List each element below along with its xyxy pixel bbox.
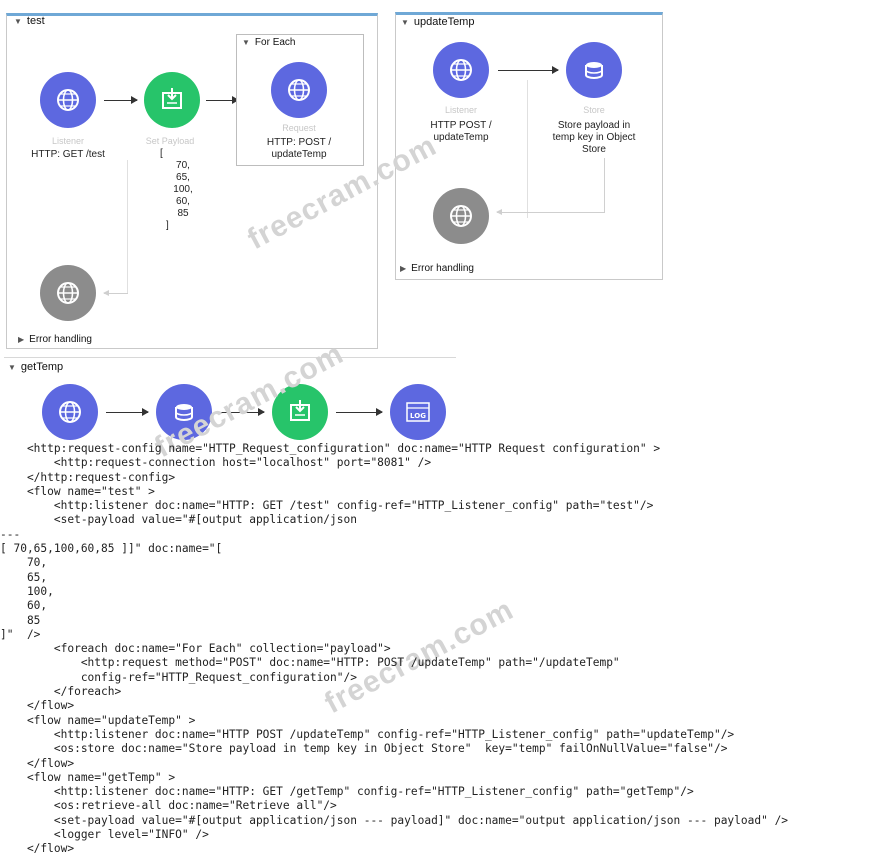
flow-return-line [604,158,605,212]
code-line: <http:listener doc:name="HTTP POST /upda… [0,727,735,741]
store-name-line3: Store [582,144,606,155]
set-payload-icon[interactable] [144,72,200,128]
foreach-title: ▼For Each [242,37,296,48]
code-line: <os:retrieve-all doc:name="Retrieve all"… [0,799,337,813]
request-name-line1: HTTP: POST / [266,137,332,148]
code-line: <set-payload value="#[output application… [0,513,357,527]
code-line: <http:listener doc:name="HTTP: GET /test… [0,499,654,513]
set-payload-value: 70, [176,160,190,171]
code-line: <http:request method="POST" doc:name="HT… [0,656,620,670]
code-line: 65, [0,570,48,584]
request-globe-icon[interactable] [271,62,327,118]
flow-gettemp-title[interactable]: ▼getTemp [8,361,64,373]
code-line: <set-payload value="#[output application… [0,813,789,827]
store-type-label: Store [583,105,605,115]
listener-globe-icon[interactable] [40,72,96,128]
set-payload-type-label: Set Payload [145,136,195,146]
code-line: <foreach doc:name="For Each" collection=… [0,642,391,656]
code-line: </flow> [0,699,75,713]
expand-triangle-icon[interactable]: ▶ [400,264,407,273]
code-line: </flow> [0,756,75,770]
flow-updatetemp-title[interactable]: ▼updateTemp [401,16,475,28]
request-type-label: Request [282,123,316,133]
collapse-triangle-icon[interactable]: ▼ [14,17,22,26]
code-line: <flow name="getTemp" > [0,770,176,784]
store-name-line2: temp key in Object [552,132,636,143]
code-line: </flow> [0,842,75,856]
code-line: 85 [0,613,41,627]
code-line: <os:store doc:name="Store payload in tem… [0,742,728,756]
request-name-line2: updateTemp [271,149,327,160]
logger-icon-text: LOG [410,412,426,420]
code-line: 70, [0,556,48,570]
set-payload-value: 100, [173,184,193,195]
retrieve-all-database-icon[interactable] [156,384,212,440]
response-globe-icon[interactable] [433,188,489,244]
code-line: <http:request-config name="HTTP_Request_… [0,442,661,455]
listener-name-label: HTTP: GET /test [31,149,105,160]
code-line: 60, [0,599,48,613]
response-globe-icon[interactable] [40,265,96,321]
flow-arrow [220,408,265,416]
expand-triangle-icon[interactable]: ▶ [18,335,25,344]
logger-icon[interactable]: LOG [390,384,446,440]
flow-arrow [206,96,239,104]
set-payload-value: 65, [176,172,190,183]
flow-return-line [527,80,528,218]
flow-arrow [336,408,383,416]
code-line: </foreach> [0,685,122,699]
set-payload-bracket-close: ] [166,220,169,231]
collapse-triangle-icon[interactable]: ▼ [242,38,250,47]
store-database-icon[interactable] [566,42,622,98]
listener-name-line1: HTTP POST / [430,120,492,131]
xml-code-block[interactable]: <http:request-config name="HTTP_Request_… [0,442,874,857]
store-name-line1: Store payload in [557,120,631,131]
code-line: --- [0,527,21,541]
flow-return-arrow [103,290,128,296]
listener-name-line2: updateTemp [433,132,489,143]
set-payload-value: 85 [177,208,189,219]
code-line: <logger level="INFO" /> [0,828,209,842]
code-line: <flow name="test" > [0,484,155,498]
code-line: </http:request-config> [0,470,176,484]
flow-return-arrow [496,209,605,215]
code-line: [ 70,65,100,60,85 ]]" doc:name="[ [0,542,223,556]
code-line: <flow name="updateTemp" > [0,713,196,727]
collapse-triangle-icon[interactable]: ▼ [8,363,16,372]
set-payload-icon[interactable] [272,384,328,440]
code-line: config-ref="HTTP_Request_configuration"/… [0,670,357,684]
set-payload-bracket-open: [ [160,148,163,159]
listener-type-label: Listener [51,136,85,146]
code-line: <http:request-connection host="localhost… [0,456,432,470]
flow-arrow [104,96,138,104]
listener-type-label: Listener [444,105,478,115]
listener-globe-icon[interactable] [433,42,489,98]
error-handling-toggle[interactable]: ▶Error handling [400,263,474,274]
error-handling-toggle[interactable]: ▶Error handling [18,334,92,345]
flow-return-line [127,160,128,293]
flow-test-title[interactable]: ▼test [14,15,45,27]
set-payload-value: 60, [176,196,190,207]
collapse-triangle-icon[interactable]: ▼ [401,18,409,27]
code-line: 100, [0,584,54,598]
flow-gettemp-top-border [4,357,456,358]
code-line: <http:listener doc:name="HTTP: GET /getT… [0,785,694,799]
listener-globe-icon[interactable] [42,384,98,440]
flow-arrow [106,408,149,416]
code-line: ]" /> [0,627,41,641]
flow-arrow [498,66,559,74]
